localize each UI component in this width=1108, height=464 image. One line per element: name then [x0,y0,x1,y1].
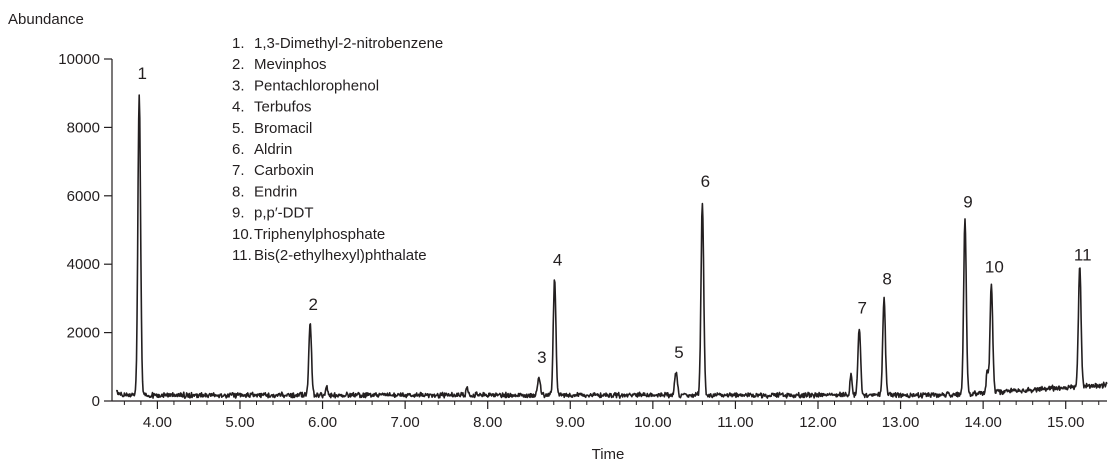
legend-number: 9. [232,205,245,222]
legend-entry: Mevinphos [254,56,327,73]
chromatogram-trace [115,94,1108,400]
legend-number: 6. [232,141,245,158]
peak-label-7: 7 [858,298,867,317]
x-tick-label: 10.00 [634,414,672,431]
peak-label-4: 4 [553,251,562,270]
x-tick-label: 7.00 [391,414,420,431]
peak-labels: 1 2 3 4 5 6 78 9 10 11 [138,64,1092,367]
x-tick-label: 5.00 [225,414,254,431]
y-tick-label: 2000 [67,325,100,342]
y-tick-label: 0 [92,393,100,410]
x-axis-title: Time [592,446,625,463]
x-tick-label: 12.00 [799,414,837,431]
legend-entry: p,p′-DDT [254,205,314,222]
legend-number: 8. [232,183,245,200]
y-tick-label: 10000 [58,51,100,68]
y-tick-label: 8000 [67,119,100,136]
legend-entry: Terbufos [254,99,312,116]
x-tick-label: 15.00 [1047,414,1085,431]
peak-label-3: 3 [537,348,546,367]
compound-legend: 1. 1,3-Dimethyl-2-nitrobenzene 2. Mevinphos… [232,35,443,264]
y-axis-title: Abundance [8,11,84,28]
x-tick-label: 9.00 [556,414,585,431]
y-tick-label: 6000 [67,188,100,205]
peak-label-11: 11 [1074,245,1092,264]
legend-number: 10. [232,226,253,243]
legend-entry: Carboxin [254,162,314,179]
legend-number: 5. [232,120,245,137]
y-tick-label: 4000 [67,256,100,273]
x-tick-label: 11.00 [717,414,753,431]
legend-entry: Bromacil [254,120,312,137]
legend-entry: Triphenylphosphate [254,226,385,243]
x-tick-label: 8.00 [473,414,502,431]
axes: 0 2000 4000 6000 8000 10000 4.00 5.00 6.00 7.00 8.… [58,51,1107,431]
legend-number: 2. [232,56,245,73]
x-tick-label: 6.00 [308,414,337,431]
legend-number: 1. [232,35,245,52]
peak-label-2: 2 [308,295,317,314]
legend-entry: 1,3-Dimethyl-2-nitrobenzene [254,35,443,52]
legend-entry: Aldrin [254,141,292,158]
x-tick-label: 4.00 [143,414,172,431]
legend-number: 7. [232,162,245,179]
peak-label-10: 10 [985,257,1004,276]
x-tick-label: 14.00 [964,414,1002,431]
peak-label-8: 8 [882,269,891,288]
legend-number: 4. [232,99,245,116]
legend-number: 11. [232,247,252,264]
chromatogram-line [115,94,1108,400]
peak-label-5: 5 [674,343,683,362]
legend-entry: Bis(2-ethylhexyl)phthalate [254,247,427,264]
x-tick-label: 13.00 [882,414,920,431]
peak-label-6: 6 [701,172,710,191]
peak-label-1: 1 [138,64,147,83]
legend-entry: Pentachlorophenol [254,77,379,94]
peak-label-9: 9 [963,192,972,211]
legend-entry: Endrin [254,183,297,200]
legend-number: 3. [232,77,245,94]
